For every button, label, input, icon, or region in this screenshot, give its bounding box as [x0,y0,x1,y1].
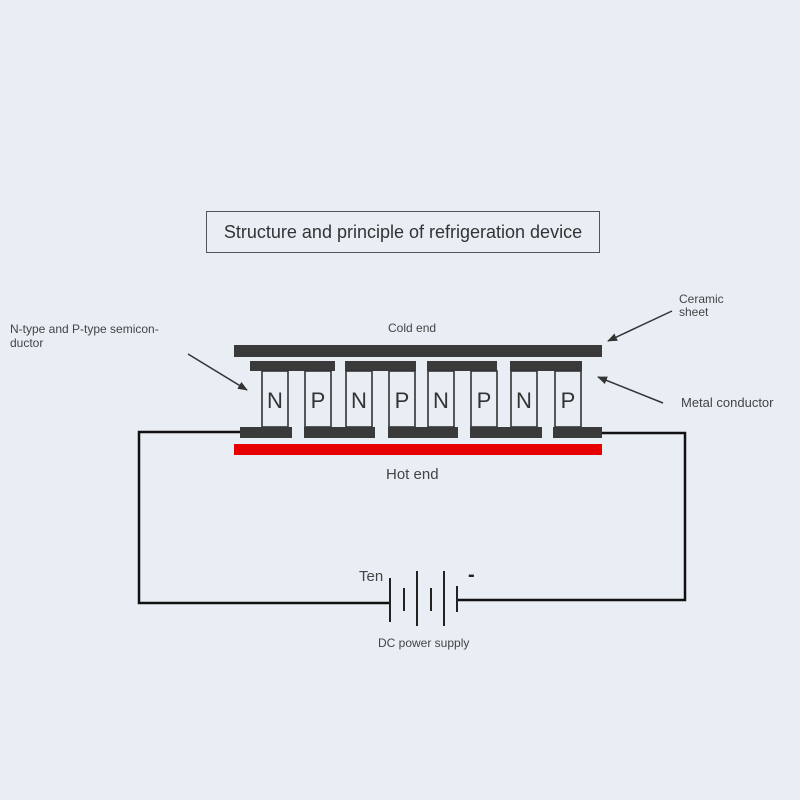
semiconductor-label-1: N-type and P-type semicon- [10,322,159,336]
hot-plate [234,444,602,455]
negative-terminal-label: - [468,564,475,586]
pellet-label-5: N [433,388,449,413]
battery-symbol [389,571,458,626]
hot-end-label: Hot end [386,466,439,483]
metal-conductor-arrow [597,376,664,404]
dc-power-supply-label: DC power supply [378,636,470,650]
diagram-title: Structure and principle of refrigeration… [206,211,600,253]
ceramic-arrow [607,310,673,342]
bottom-metal-conductors [240,427,602,438]
ceramic-sheet-label-2: sheet [679,305,709,319]
pellet-p-8 [554,370,582,428]
circuit-wire [137,430,687,605]
pellet-n-3 [345,370,373,428]
pellet-label-3: N [351,388,367,413]
positive-terminal-label: Ten [359,568,384,585]
ceramic-sheet-label-1: Ceramic [679,292,724,306]
cold-end-label: Cold end [388,321,437,335]
pellet-label-2: P [311,388,326,413]
pellet-label-7: N [516,388,532,413]
pellet-label-1: N [267,388,283,413]
pellet-n-5 [427,370,455,428]
pellet-n-7 [510,370,538,428]
ceramic-sheet [234,345,602,357]
pellet-label-4: P [395,388,410,413]
pellet-p-2 [304,370,332,428]
semiconductor-label-2: ductor [10,336,44,350]
semiconductor-arrow [187,353,248,391]
pellet-label-6: P [477,388,492,413]
pellet-label-8: P [561,388,576,413]
top-metal-conductors [250,361,582,371]
pellet-p-6 [470,370,498,428]
metal-conductor-label: Metal conductor [681,395,774,410]
